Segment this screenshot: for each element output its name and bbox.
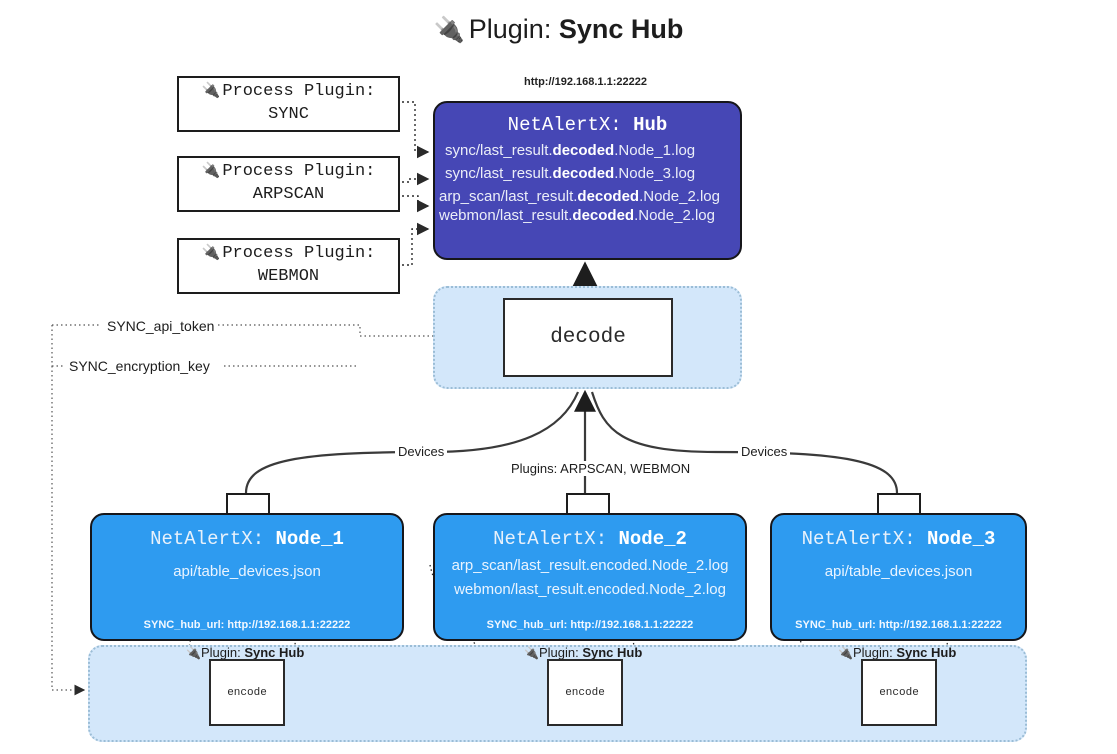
node-hub-url: SYNC_hub_url: http://192.168.1.1:22222 xyxy=(486,619,694,631)
encode-box-node-1[interactable]: encode xyxy=(209,659,285,726)
node-log-line: webmon/last_result.encoded.Node_2.log xyxy=(454,581,726,598)
plug-icon: 🔌 xyxy=(201,245,221,263)
node-box-node-2[interactable]: NetAlertX: Node_2 arp_scan/last_result.e… xyxy=(433,513,747,641)
process-plugin-box-arpscan[interactable]: 🔌Process Plugin: ARPSCAN xyxy=(177,156,400,212)
node-log-line: api/table_devices.json xyxy=(173,563,321,580)
plug-icon: 🔌 xyxy=(201,163,221,181)
hub-title-name: Hub xyxy=(633,114,668,136)
plug-icon: 🔌 xyxy=(838,646,853,660)
hub-url-label: http://192.168.1.1:22222 xyxy=(524,76,647,88)
plug-icon: 🔌 xyxy=(186,646,201,660)
node-box-node-1[interactable]: NetAlertX: Node_1 api/table_devices.json… xyxy=(90,513,404,641)
edge-label-devices-left: Devices xyxy=(395,444,448,459)
plug-icon: 🔌 xyxy=(201,83,221,101)
node-box-node-3[interactable]: NetAlertX: Node_3 api/table_devices.json… xyxy=(770,513,1027,641)
hub-log-line: webmon/last_result.decoded.Node_2.log xyxy=(439,207,715,224)
node-log-line: arp_scan/last_result.encoded.Node_2.log xyxy=(451,557,729,574)
page-title-name: Sync Hub xyxy=(558,14,684,44)
page-title: 🔌Plugin: Sync Hub xyxy=(0,14,1117,45)
encoder-plugin-label: 🔌Plugin: Sync Hub xyxy=(186,645,305,660)
page-title-prefix: Plugin: xyxy=(468,14,559,44)
node-hub-url: SYNC_hub_url: http://192.168.1.1:22222 xyxy=(143,619,351,631)
encoder-plugin-label: 🔌Plugin: Sync Hub xyxy=(524,645,643,660)
edge-label-devices-right: Devices xyxy=(738,444,791,459)
process-plugin-name: SYNC xyxy=(268,105,309,124)
node-log-line: api/table_devices.json xyxy=(824,563,973,580)
hub-log-line: sync/last_result.decoded.Node_3.log xyxy=(445,165,696,182)
process-plugin-name: WEBMON xyxy=(257,267,320,286)
process-plugin-heading: Process Plugin: xyxy=(222,244,376,264)
encode-box-node-2[interactable]: encode xyxy=(547,659,623,726)
node-title: NetAlertX: Node_2 xyxy=(493,528,687,550)
process-plugin-name: ARPSCAN xyxy=(252,185,325,204)
plug-icon: 🔌 xyxy=(433,16,465,44)
encoder-plugin-label: 🔌Plugin: Sync Hub xyxy=(838,645,957,660)
decode-box[interactable]: decode xyxy=(503,298,673,377)
process-plugin-heading: Process Plugin: xyxy=(222,162,376,182)
node-title: NetAlertX: Node_1 xyxy=(150,528,344,550)
hub-log-line: arp_scan/last_result.decoded.Node_2.log xyxy=(439,188,720,205)
sync-encryption-key-label: SYNC_encryption_key xyxy=(66,358,213,374)
edge-label-plugins: Plugins: ARPSCAN, WEBMON xyxy=(508,461,694,476)
hub-title-prefix: NetAlertX: xyxy=(507,114,634,136)
process-plugin-heading: Process Plugin: xyxy=(222,82,376,102)
hub-log-line: sync/last_result.decoded.Node_1.log xyxy=(445,142,696,159)
hub-title: NetAlertX: Hub xyxy=(435,114,740,136)
sync-api-token-label: SYNC_api_token xyxy=(104,318,218,334)
process-plugin-box-webmon[interactable]: 🔌Process Plugin: WEBMON xyxy=(177,238,400,294)
node-hub-url: SYNC_hub_url: http://192.168.1.1:22222 xyxy=(795,619,1002,631)
node-title: NetAlertX: Node_3 xyxy=(801,528,996,550)
encode-box-node-3[interactable]: encode xyxy=(861,659,937,726)
process-plugin-box-sync[interactable]: 🔌Process Plugin: SYNC xyxy=(177,76,400,132)
plug-icon: 🔌 xyxy=(524,646,539,660)
hub-node[interactable]: NetAlertX: Hub sync/last_result.decoded.… xyxy=(433,101,742,260)
